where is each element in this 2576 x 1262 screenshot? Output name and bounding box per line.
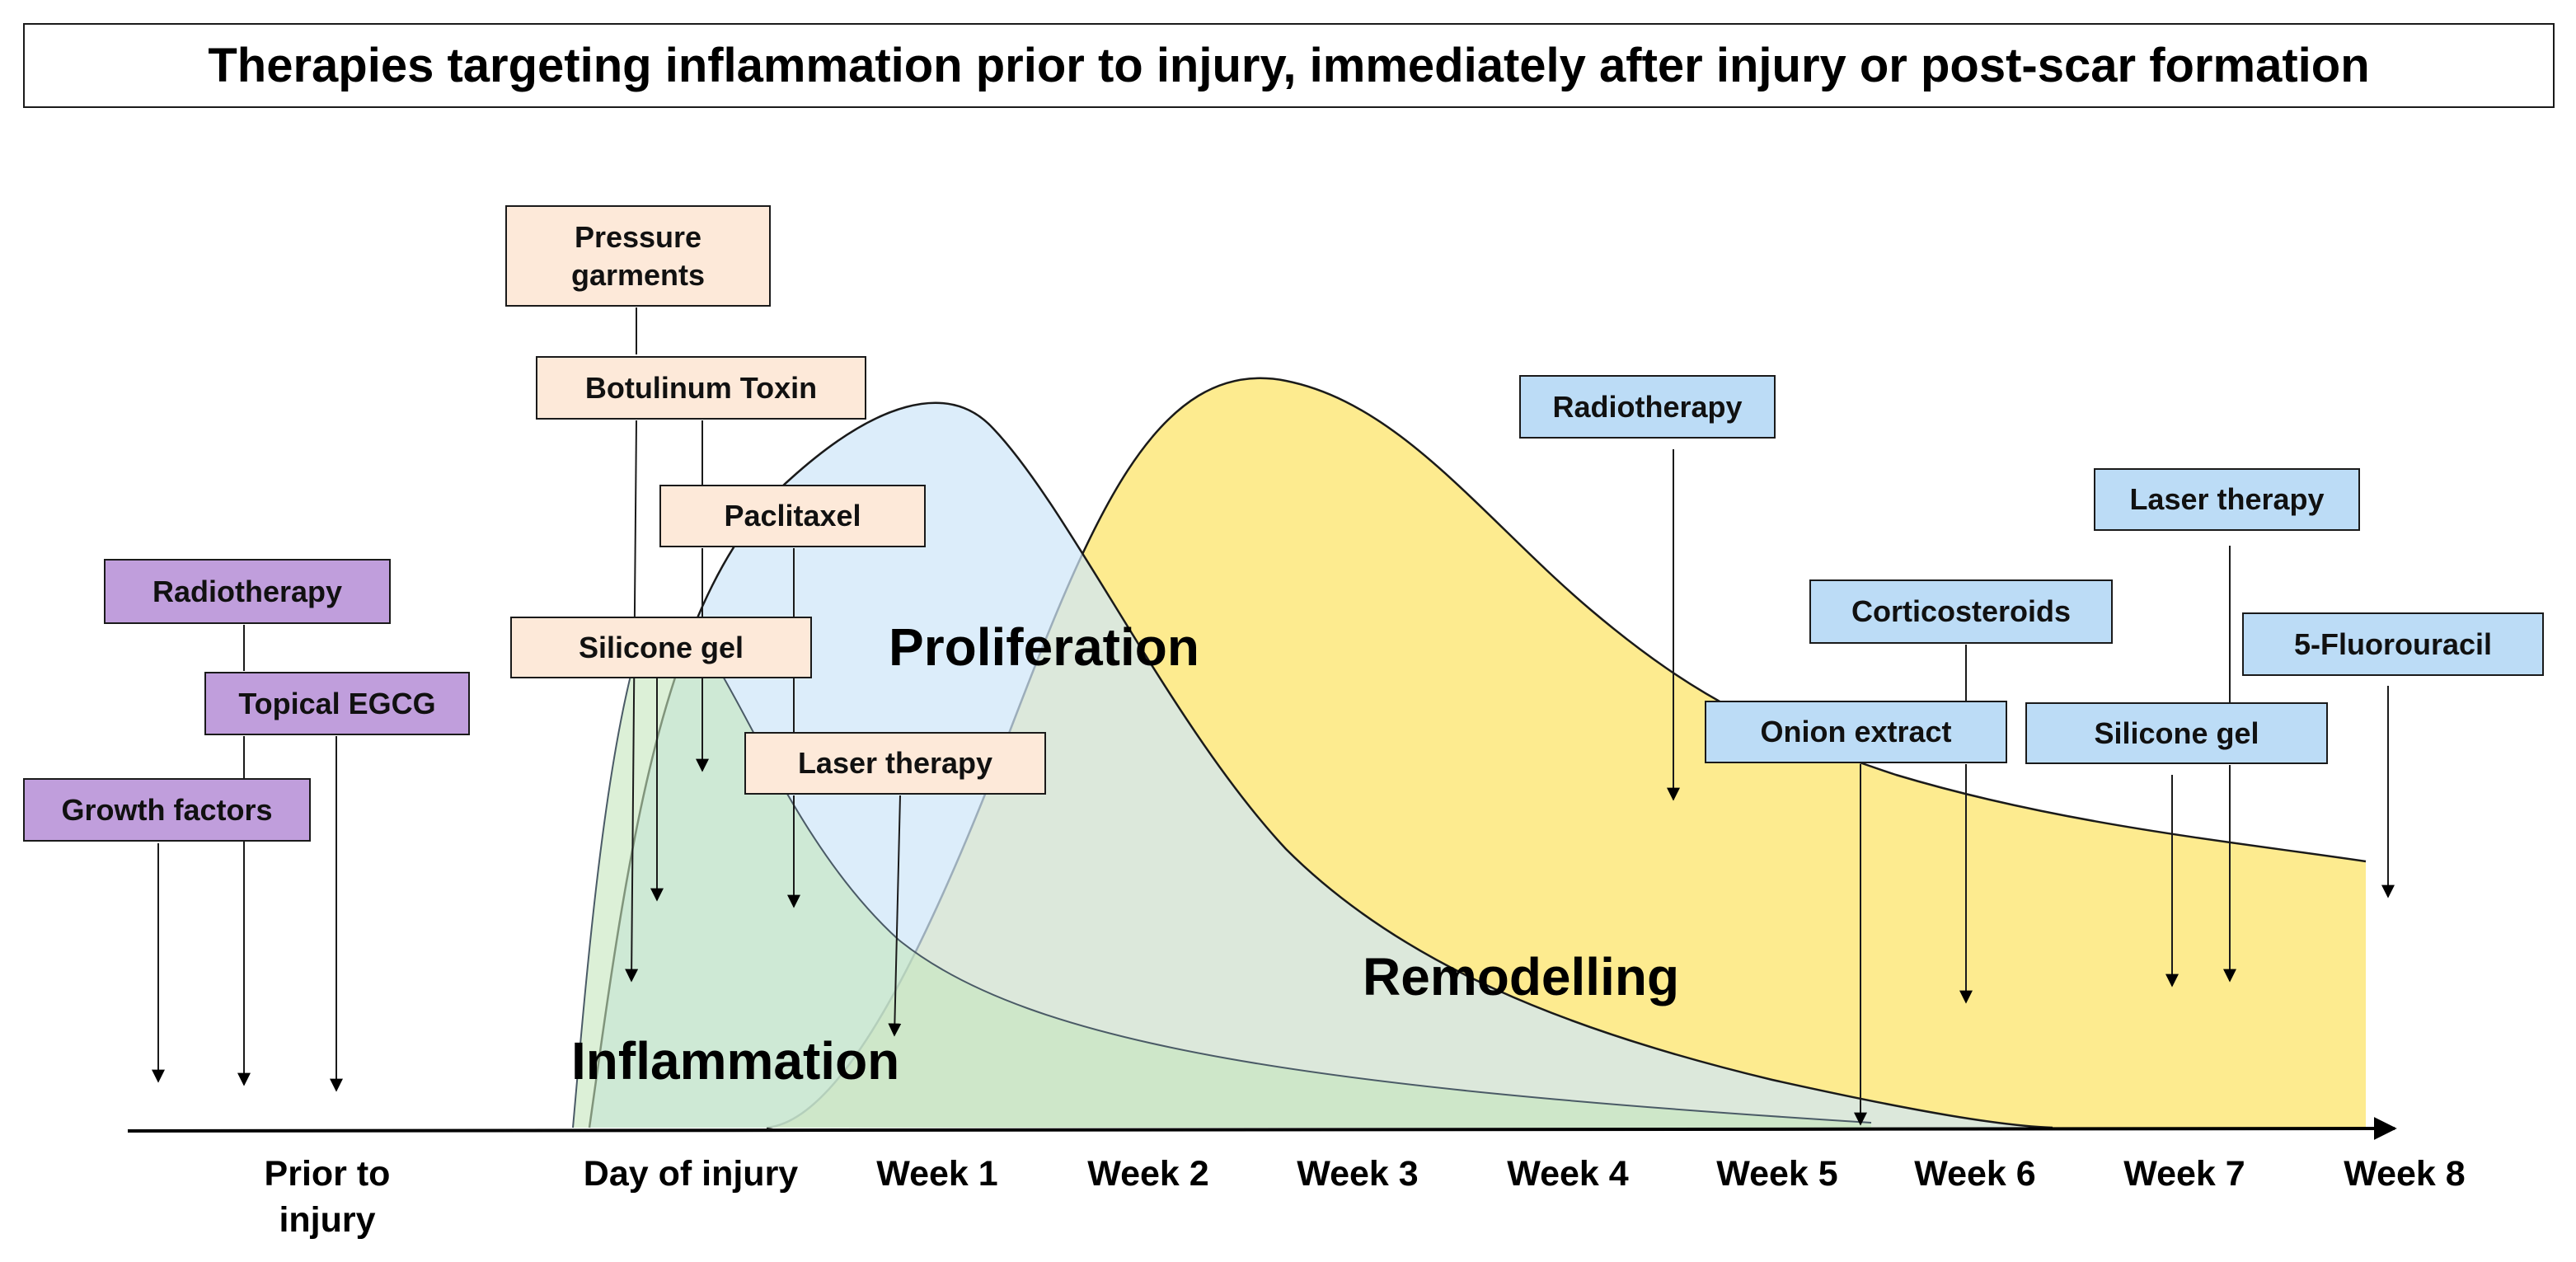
therapy-box-paclitaxel: Paclitaxel	[659, 485, 926, 547]
therapy-box-pressure-garments: Pressure garments	[505, 205, 771, 307]
timeline-label-week-5: Week 5	[1716, 1154, 1838, 1194]
timeline-label-week-1: Week 1	[876, 1154, 998, 1194]
therapy-box-silicone-gel-post: Silicone gel	[2025, 702, 2328, 764]
timeline-label-week-3: Week 3	[1297, 1154, 1419, 1194]
timeline-axis	[127, 1117, 2397, 1141]
pressure-garments-line-2: garments	[570, 257, 706, 292]
therapy-box-botulinum-toxin: Botulinum Toxin	[536, 356, 866, 420]
timeline-label-week-7: Week 7	[2123, 1154, 2245, 1194]
diagram-title: Therapies targeting inflammation prior t…	[23, 23, 2555, 108]
pressure-garments-line-1: Pressure	[574, 219, 702, 254]
phase-label-remodelling: Remodelling	[1363, 947, 1680, 1006]
prior-label-line-1: Prior to	[264, 1154, 391, 1194]
timeline-label-week-2: Week 2	[1087, 1154, 1209, 1194]
timeline-label-prior-to-injury: Prior to injury	[265, 1151, 391, 1243]
therapy-box-radiotherapy-prior: Radiotherapy	[104, 559, 391, 624]
prior-label-line-2: injury	[279, 1200, 376, 1240]
therapy-box-onion-extract: Onion extract	[1705, 701, 2007, 763]
therapy-box-laser-therapy-post: Laser therapy	[2094, 468, 2360, 531]
inflammation-curve	[573, 625, 1871, 1128]
proliferation-curve	[589, 402, 2053, 1128]
post-scar-arrows	[1667, 449, 2395, 1126]
timeline-label-day-of-injury: Day of injury	[583, 1154, 799, 1194]
timeline-label-week-4: Week 4	[1507, 1154, 1629, 1194]
therapy-box-topical-egcg: Topical EGCG	[204, 672, 470, 735]
therapy-box-growth-factors: Growth factors	[23, 778, 311, 842]
therapy-box-radiotherapy-post: Radiotherapy	[1519, 375, 1776, 439]
therapy-box-laser-therapy-immediate: Laser therapy	[744, 732, 1046, 795]
timeline-label-week-6: Week 6	[1914, 1154, 2036, 1194]
phase-label-proliferation: Proliferation	[889, 617, 1199, 677]
phase-label-inflammation: Inflammation	[571, 1031, 900, 1091]
therapy-box-corticosteroids: Corticosteroids	[1809, 579, 2113, 644]
therapy-box-5-fluorouracil: 5-Fluorouracil	[2242, 612, 2544, 676]
timeline-label-week-8: Week 8	[2344, 1154, 2466, 1194]
therapy-box-silicone-gel-immediate: Silicone gel	[510, 617, 812, 678]
